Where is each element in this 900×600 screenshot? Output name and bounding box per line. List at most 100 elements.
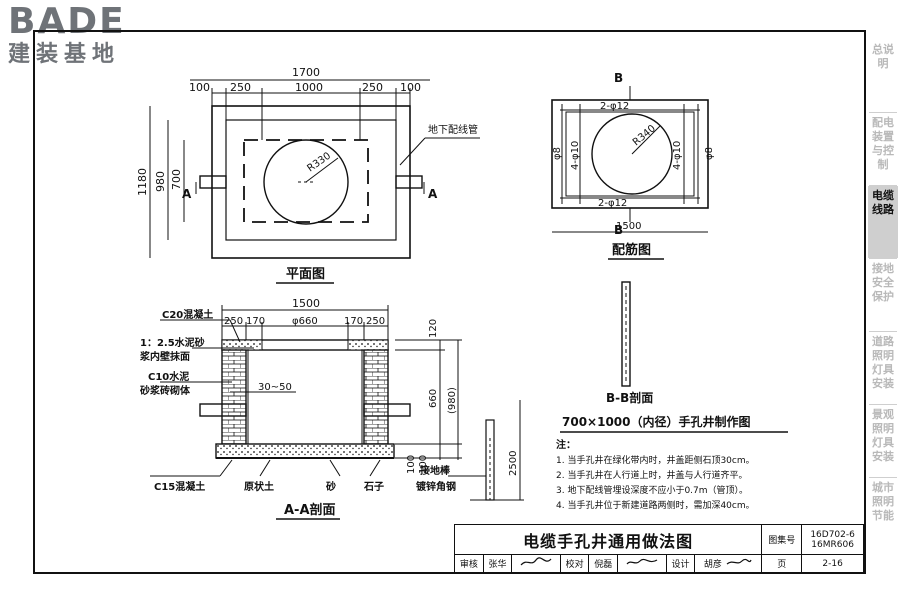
sidebar-item[interactable]: 总说明: [872, 43, 894, 70]
section-aa-labels: 1500 250 170 φ660 170 250 C20混凝土 1：2.5水泥…: [139, 297, 519, 518]
plan-dim: 1000: [295, 81, 323, 94]
aa-dim: φ660: [292, 316, 318, 327]
aa-label-c20: C20混凝土: [162, 308, 213, 321]
rebar-top-bar: 2-φ12: [600, 101, 629, 112]
notes: 注： 1. 当手孔井在绿化带内时，井盖距侧石顶30cm。 2. 当手孔井在人行道…: [556, 438, 755, 511]
rebar-section-mark-bottom: B: [614, 223, 623, 237]
aa-dim: 250: [366, 316, 385, 327]
chapter-sidebar: 总说明配电装置与控制电缆线路接地安全保护道路照明灯具安装景观照明灯具安装城市照明…: [866, 40, 900, 550]
sidebar-item[interactable]: 景观照明灯具安装: [872, 408, 894, 463]
sidebar-divider: [869, 331, 897, 332]
rebar-right-inner: 4-φ10: [672, 141, 683, 170]
note-item: 3. 地下配线管埋设深度不应小于0.7m（管顶）。: [556, 484, 748, 496]
review-label: 审核: [454, 554, 484, 573]
plan-total-width: 1700: [292, 66, 320, 79]
check-label: 校对: [559, 554, 590, 573]
title-block-title: 电缆手孔井通用做法图: [453, 524, 763, 555]
aa-label-mortar-2: 浆内壁抹面: [140, 350, 190, 363]
page-number: 2-16: [801, 554, 864, 573]
plan-dim-height: 980: [154, 171, 167, 192]
sidebar-divider: [869, 404, 897, 405]
aa-label-sand: 砂: [325, 480, 336, 493]
sidebar-item[interactable]: 接地安全保护: [872, 262, 894, 303]
aa-label-gap: 30~50: [258, 382, 292, 393]
section-aa: [150, 305, 524, 501]
plan-dim-height: 700: [170, 169, 183, 190]
plan-section-mark-right: A: [428, 187, 438, 201]
drawing-frame: [33, 30, 866, 574]
rebar-left-inner: 4-φ10: [570, 141, 581, 170]
rebar-title: 配筋图: [612, 242, 651, 258]
aa-dim-100a: 100: [406, 455, 417, 474]
note-item: 1. 当手孔井在绿化带内时，井盖距侧石顶30cm。: [556, 454, 755, 466]
plan-dim: 250: [362, 81, 383, 94]
sidebar-item[interactable]: 道路照明灯具安装: [872, 335, 894, 390]
section-bb-title: B-B剖面: [606, 390, 653, 405]
sidebar-item[interactable]: 城市照明节能: [872, 481, 894, 522]
drawing-title: 700×1000（内径）手孔井制作图: [562, 414, 751, 429]
plan-radius: R330: [305, 151, 333, 175]
note-item: 2. 当手孔井在人行道上时，井盖与人行道齐平。: [556, 469, 747, 481]
aa-dim-660: 660: [428, 389, 439, 408]
atlas-number-1: 16D702-6: [810, 529, 855, 540]
aa-label-ground-2: 镀锌角钢: [416, 480, 456, 493]
sidebar-divider: [869, 258, 897, 259]
aa-total-width: 1500: [292, 297, 320, 310]
plan-section-mark-left: A: [182, 187, 192, 201]
title-block: 电缆手孔井通用做法图 图集号 16D702-6 16MR606 审核 张华 校对…: [453, 524, 864, 573]
aa-dim-100b: 100: [418, 455, 429, 474]
brand-logo: BADE 建装基地: [8, 4, 158, 72]
logo-sub-text: 建装基地: [8, 41, 121, 67]
logo-brand-text: BADE: [8, 1, 126, 42]
plan-dim-height: 1180: [136, 168, 149, 196]
aa-label-soil: 原状土: [244, 480, 274, 493]
rebar-left-outer: φ8: [552, 147, 563, 160]
sidebar-divider: [869, 477, 897, 478]
reviewer-name: 张华: [482, 554, 513, 573]
sidebar-item[interactable]: 配电装置与控制: [872, 116, 894, 171]
aa-title: A-A剖面: [284, 502, 336, 518]
plan-dim: 100: [189, 81, 210, 94]
rebar-radius: R340: [631, 123, 658, 148]
atlas-number: 16D702-6 16MR606: [801, 524, 864, 555]
plan-dim: 250: [230, 81, 251, 94]
rebar-right-outer: φ8: [704, 147, 715, 160]
page-label: 页: [761, 554, 803, 573]
rebar-labels: B B 2-φ12 2-φ12 R340 φ8 4-φ10 4-φ10 φ8 1…: [552, 71, 715, 258]
aa-label-c15: C15混凝土: [154, 480, 205, 493]
rebar-width: 1500: [616, 221, 641, 232]
aa-dim-980: (980): [447, 387, 458, 414]
designer-name-text: 胡彦: [703, 560, 722, 570]
aa-dim-2500: 2500: [508, 451, 519, 476]
checker-name: 倪磊: [588, 554, 619, 573]
design-label: 设计: [665, 554, 696, 573]
aa-label-brick-1: C10水泥: [148, 370, 189, 383]
designer-name: 胡彦: [694, 554, 763, 573]
aa-dim: 170: [344, 316, 363, 327]
sidebar-divider: [869, 185, 897, 186]
note-item: 4. 当手孔井位于新建道路两侧时，需加深40cm。: [556, 499, 755, 511]
aa-dim: 250: [224, 316, 243, 327]
checker-signature: [617, 554, 667, 573]
plan-dim: 100: [400, 81, 421, 94]
rebar-view: [551, 86, 709, 233]
aa-label-stone: 石子: [363, 481, 384, 493]
notes-heading: 注：: [556, 438, 576, 451]
rebar-bottom-bar: 2-φ12: [598, 198, 627, 209]
aa-dim: 170: [246, 316, 265, 327]
atlas-label: 图集号: [761, 524, 803, 555]
aa-label-brick-2: 砂浆砖砌体: [139, 384, 191, 397]
plan-view: [149, 79, 480, 259]
plan-title: 平面图: [286, 267, 325, 282]
sidebar-item[interactable]: 电缆线路: [868, 186, 898, 258]
aa-dim-120: 120: [428, 319, 439, 338]
rebar-section-mark-top: B: [614, 71, 623, 85]
plan-labels: 1700 100 250 1000 250 100 1180 980 700 R…: [136, 66, 478, 282]
plan-pipe-label: 地下配线管: [428, 123, 478, 136]
aa-label-ground-1: 接地棒: [420, 464, 451, 477]
aa-label-mortar-1: 1：2.5水泥砂: [140, 336, 205, 349]
sidebar-divider: [869, 112, 897, 113]
section-bb: [621, 281, 631, 387]
atlas-number-2: 16MR606: [811, 539, 854, 550]
